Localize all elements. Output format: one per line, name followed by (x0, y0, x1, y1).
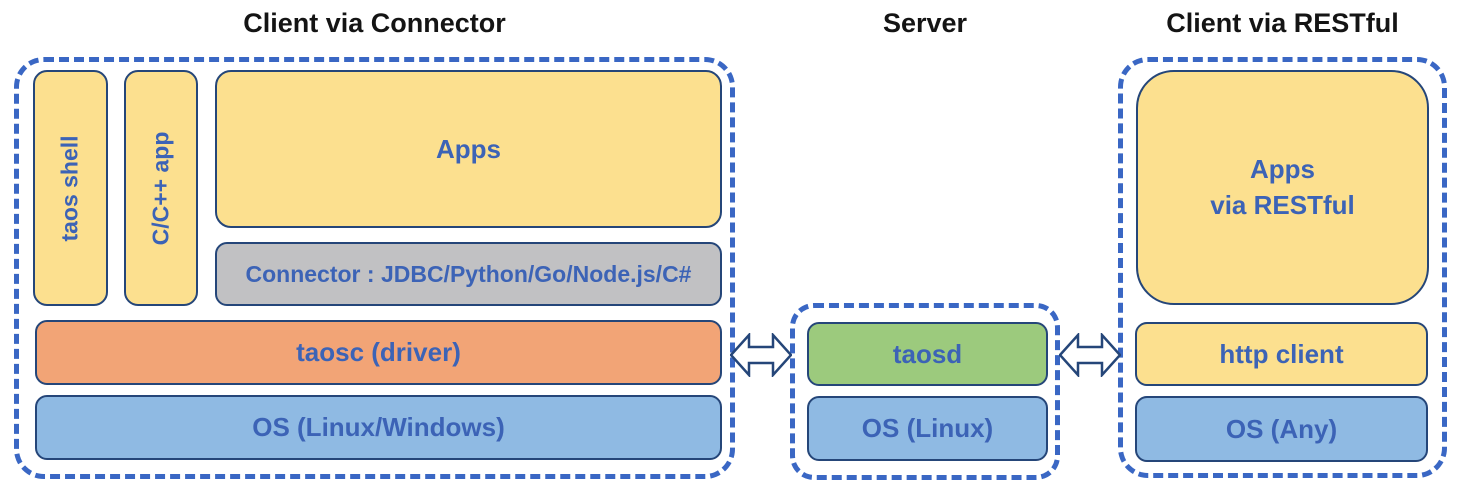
os-any-label: OS (Any) (1225, 413, 1338, 444)
http-client-box: http client (1135, 322, 1428, 386)
taos-shell-label: taos shell (57, 134, 84, 242)
taosc-driver-label: taosc (driver) (296, 337, 461, 367)
client-restful-group (1118, 57, 1447, 478)
server-group (790, 303, 1060, 480)
taosd-label: taosd (892, 338, 963, 369)
http-client-label: http client (1219, 338, 1344, 369)
taosc-driver-box: taosc (driver) (35, 320, 722, 385)
client-connector-group (14, 57, 735, 479)
connector-label: Connector : JDBC/Python/Go/Node.js/C# (245, 260, 692, 287)
server-title: Server (882, 8, 968, 38)
left-right-arrow-icon (730, 333, 792, 377)
apps-label: Apps (436, 133, 501, 164)
apps-via-restful-label: Apps via RESTful (1210, 154, 1355, 220)
cpp-app-label: C/C++ app (147, 131, 174, 245)
os-any-box: OS (Any) (1135, 396, 1428, 462)
apps-box: Apps (215, 70, 722, 228)
taosd-box: taosd (807, 322, 1048, 386)
os-linux-label: OS (Linux) (861, 413, 994, 443)
connector-box: Connector : JDBC/Python/Go/Node.js/C# (215, 242, 722, 306)
os-linux-windows-label: OS (Linux/Windows) (252, 412, 505, 442)
client-connector-title: Client via Connector (243, 8, 506, 38)
cpp-app-box: C/C++ app (124, 70, 198, 306)
left-right-arrow-icon (1059, 333, 1121, 377)
os-linux-windows-box: OS (Linux/Windows) (35, 395, 722, 460)
taos-shell-box: taos shell (33, 70, 108, 306)
os-linux-box: OS (Linux) (807, 396, 1048, 461)
client-restful-title: Client via RESTful (1166, 8, 1399, 38)
apps-via-restful-box: Apps via RESTful (1136, 70, 1429, 305)
